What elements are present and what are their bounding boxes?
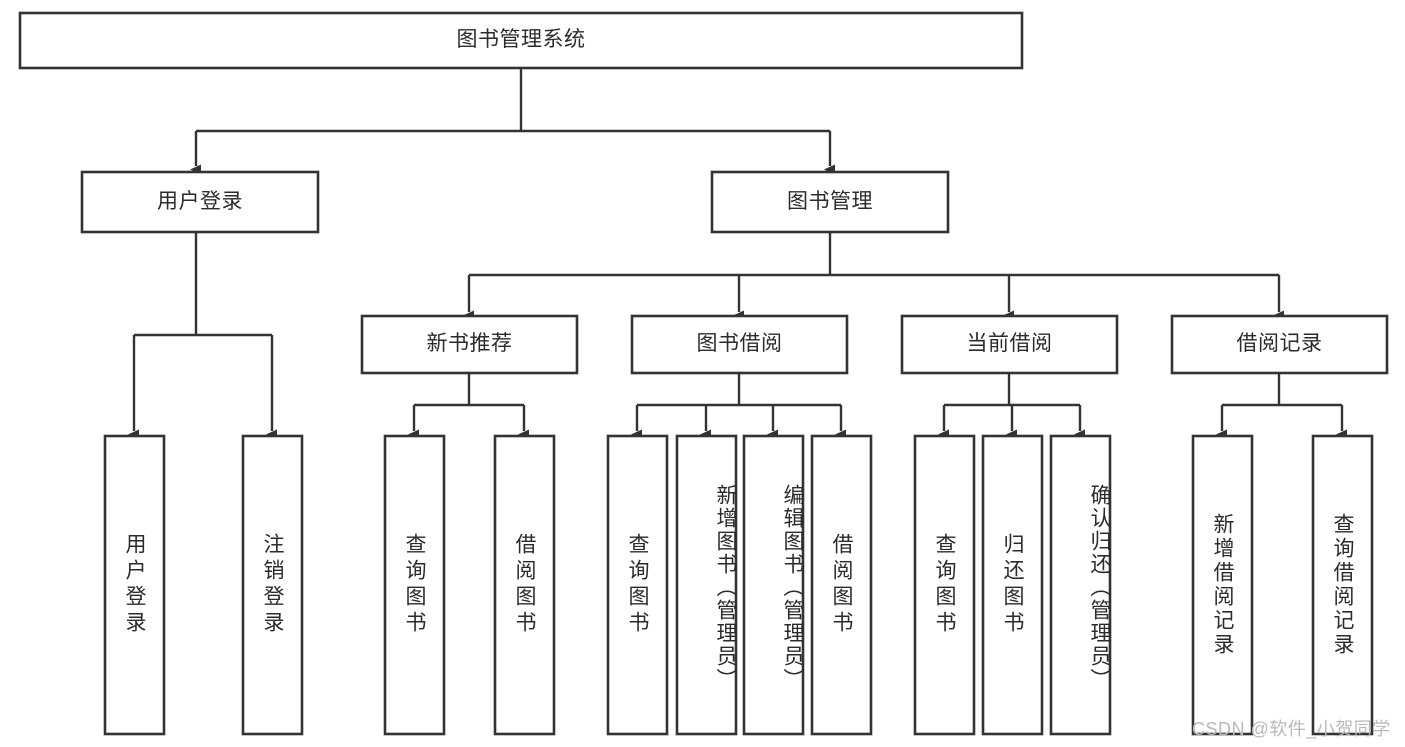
node-box-leaf-query-record[interactable]	[1311, 434, 1374, 736]
watermark-csdn: CSDN @软件_小贺同学	[1192, 719, 1391, 739]
node-box-borrow-record[interactable]	[1170, 314, 1389, 375]
node-box-leaf-query-book-3[interactable]	[913, 434, 976, 736]
node-box-leaf-return-book[interactable]	[981, 434, 1044, 736]
node-box-leaf-query-book-2[interactable]	[606, 434, 669, 736]
node-box-leaf-edit-book[interactable]	[742, 434, 805, 736]
node-box-book-manage[interactable]	[710, 170, 950, 234]
node-box-leaf-confirm-return[interactable]	[1049, 434, 1112, 736]
node-box-leaf-add-book[interactable]	[675, 434, 738, 736]
node-box-leaf-user-logout[interactable]	[241, 434, 304, 736]
node-box-leaf-borrow-book-1[interactable]	[493, 434, 556, 736]
node-box-leaf-query-book-1[interactable]	[383, 434, 446, 736]
node-box-new-book-recommend[interactable]	[360, 314, 579, 375]
node-box-user-login[interactable]	[80, 170, 320, 234]
node-box-current-borrow[interactable]	[900, 314, 1119, 375]
node-box-leaf-user-login[interactable]	[103, 434, 166, 736]
node-box-root[interactable]	[18, 11, 1024, 70]
node-box-leaf-add-record[interactable]	[1191, 434, 1254, 736]
node-box-book-borrow[interactable]	[630, 314, 849, 375]
node-box-leaf-borrow-book-2[interactable]	[810, 434, 873, 736]
